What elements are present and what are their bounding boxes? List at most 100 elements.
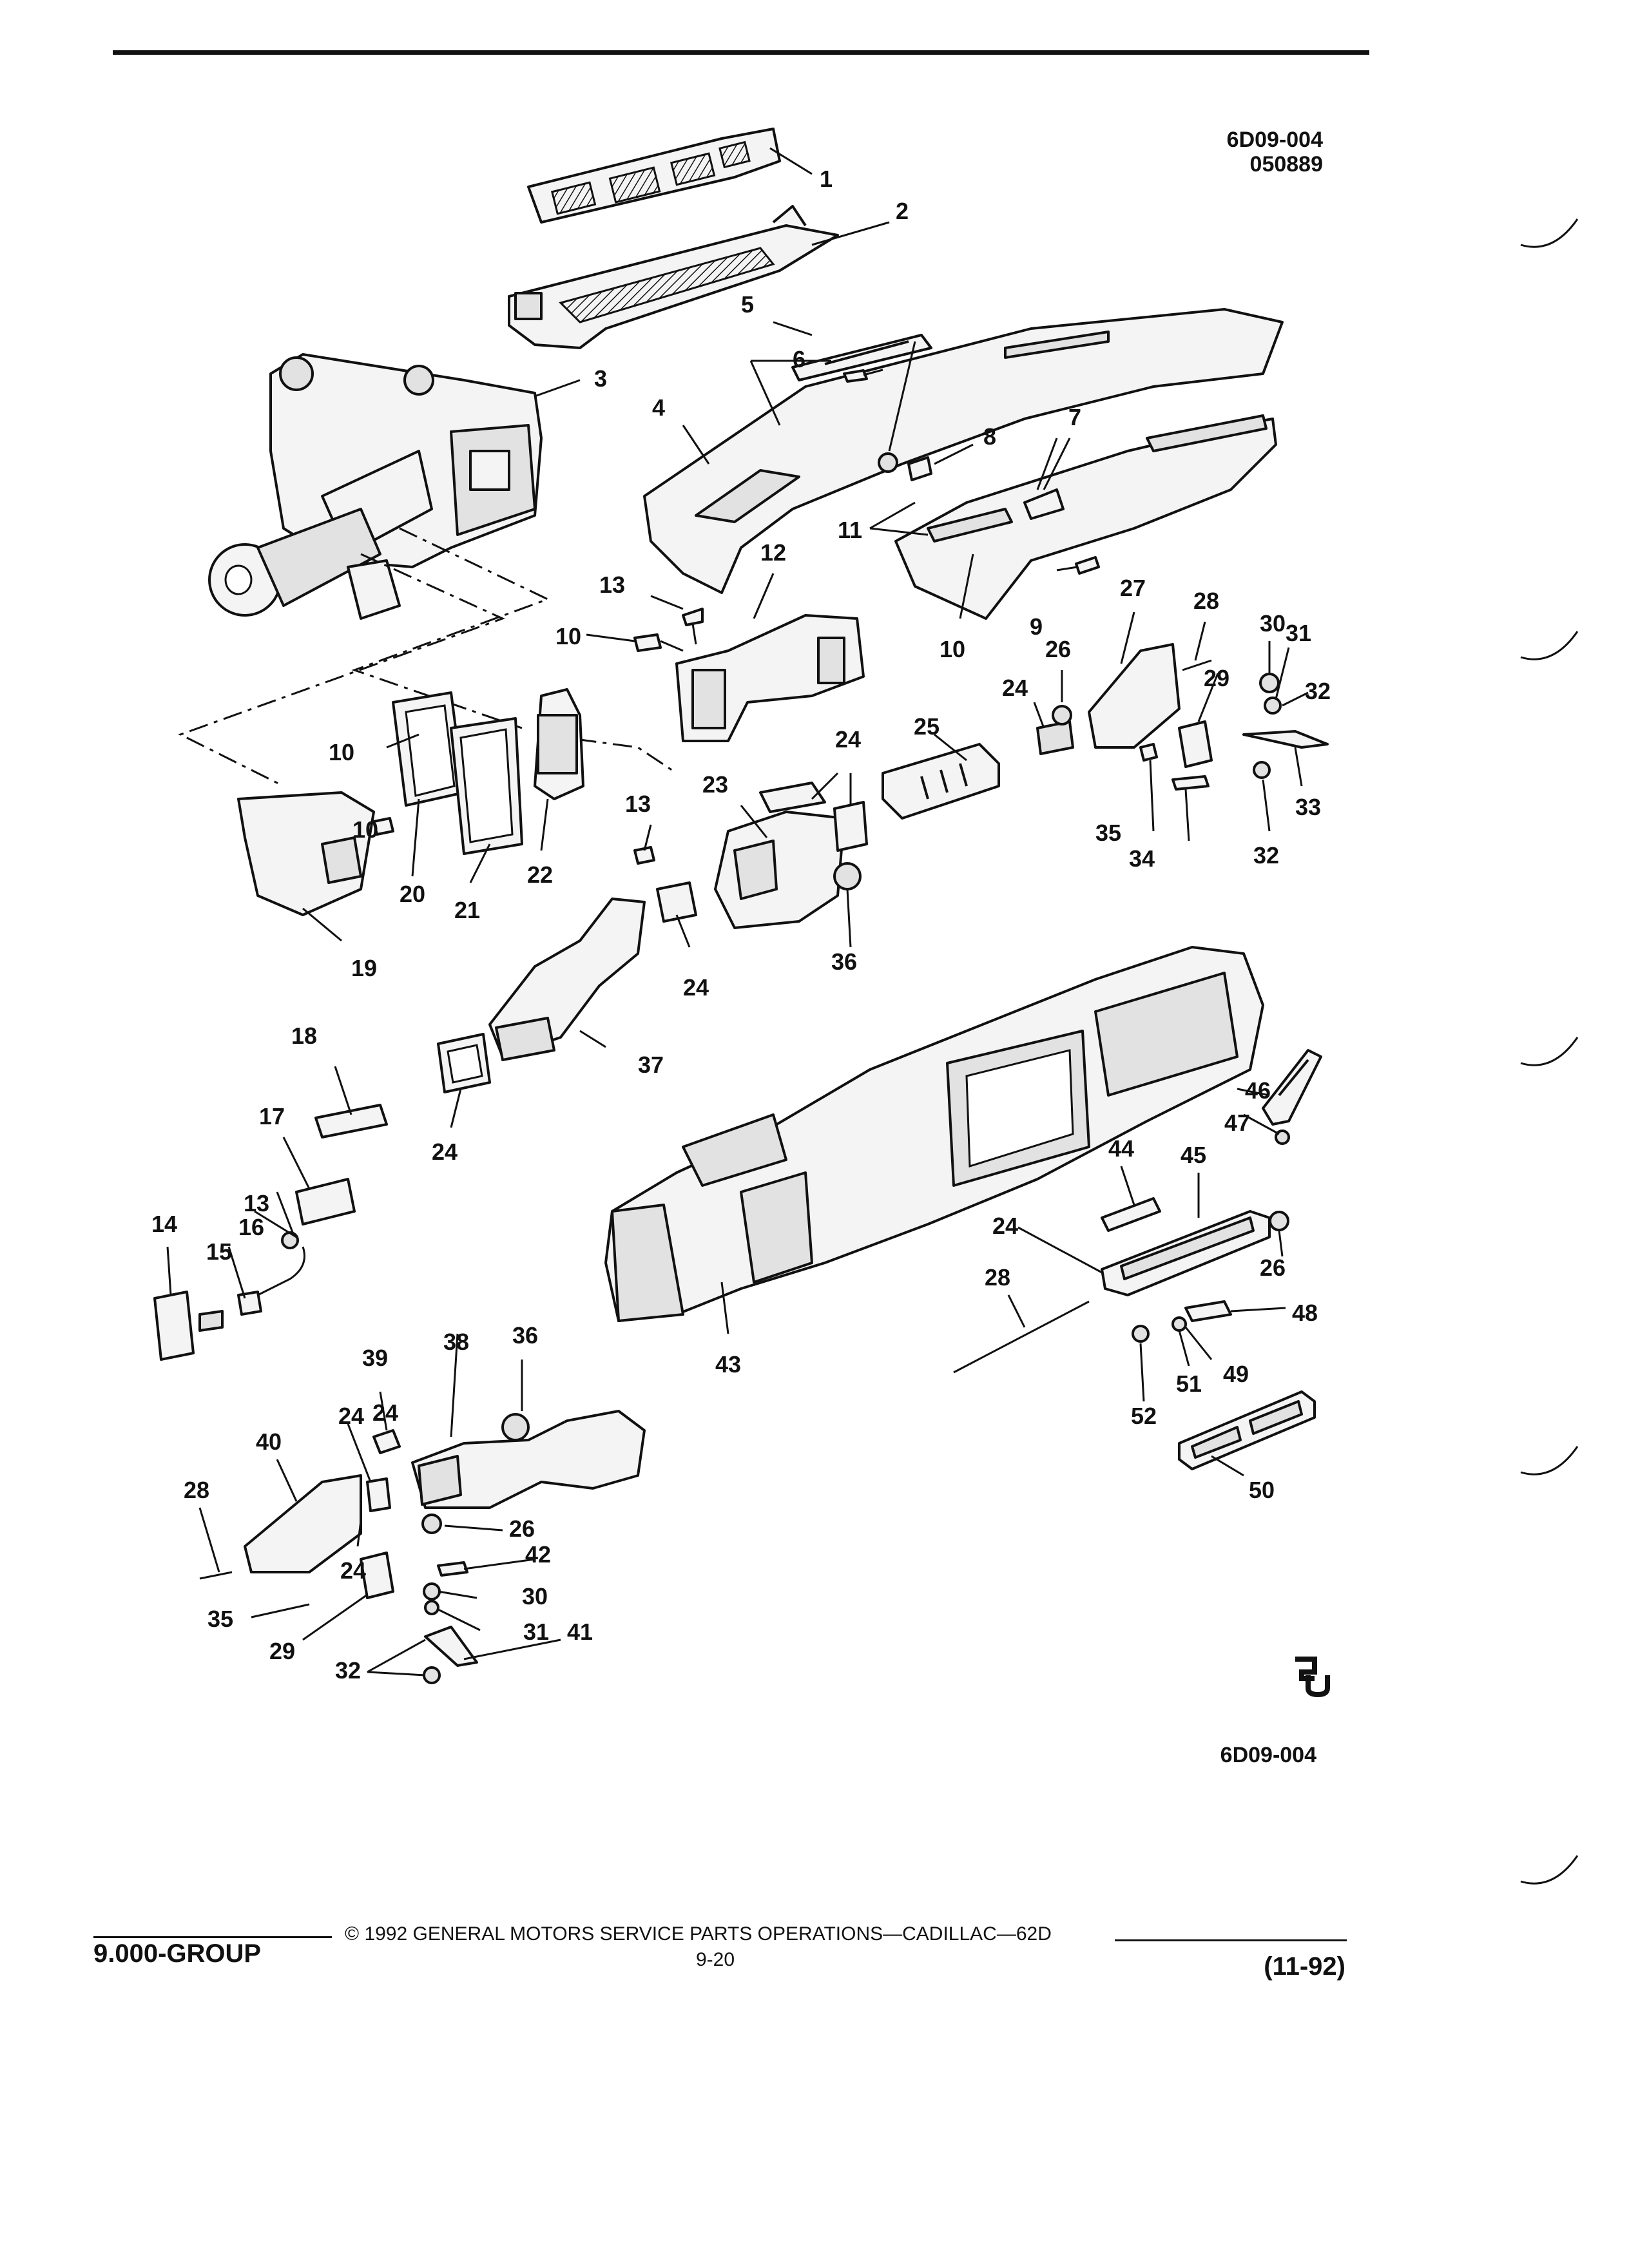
parts-20-21-22 <box>392 688 584 855</box>
callout: 10 <box>940 636 965 662</box>
callout: 1 <box>820 166 833 192</box>
callout: 8 <box>983 423 996 450</box>
part-43-ip-carrier <box>604 946 1264 1322</box>
date-code: 050889 <box>1249 152 1323 177</box>
callout: 27 <box>1120 575 1146 601</box>
callout: 7 <box>1068 404 1081 430</box>
callout: 3 <box>594 365 607 392</box>
callout-numbers: 1 2 3 4 5 6 7 8 9 10 10 10 10 11 12 13 1… <box>151 166 1331 1684</box>
callout: 45 <box>1181 1142 1206 1168</box>
callout-leaders <box>166 147 1309 1677</box>
callout: 26 <box>1260 1254 1286 1281</box>
callout: 5 <box>741 291 754 318</box>
footer-rule-left <box>93 1936 332 1938</box>
callout: 24 <box>1002 675 1028 701</box>
callout: 33 <box>1295 794 1321 820</box>
callout: 28 <box>1193 588 1219 614</box>
revision-date: (11-92) <box>1264 1952 1345 1981</box>
parts-27-to-35 <box>1036 643 1329 791</box>
callout: 13 <box>244 1190 269 1216</box>
part-19-bracket <box>237 791 375 916</box>
callout: 31 <box>1286 620 1311 646</box>
callout: 40 <box>256 1428 282 1455</box>
parts-23-24-25 <box>714 743 1000 929</box>
callout: 48 <box>1292 1300 1318 1326</box>
callout: 24 <box>338 1403 364 1429</box>
callout: 4 <box>652 394 665 421</box>
parts-14-to-18 <box>153 1104 388 1361</box>
callout: 34 <box>1129 845 1155 872</box>
callout: 35 <box>207 1606 233 1632</box>
callout: 22 <box>527 861 553 888</box>
parts-44-to-52-vent <box>953 1049 1322 1470</box>
callout: 30 <box>522 1583 548 1610</box>
callout: 23 <box>702 771 728 798</box>
callout: 10 <box>555 623 581 649</box>
callout: 28 <box>184 1477 209 1503</box>
callout: 42 <box>525 1541 551 1568</box>
callout: 29 <box>1204 665 1229 691</box>
callout: 36 <box>512 1322 538 1349</box>
callout: 11 <box>838 517 862 543</box>
callout: 24 <box>432 1139 458 1165</box>
callout: 13 <box>599 572 625 598</box>
parts-38-to-42 <box>199 1410 646 1684</box>
callout: 24 <box>683 974 709 1001</box>
callout: 16 <box>238 1214 264 1240</box>
callout: 44 <box>1108 1135 1134 1162</box>
callout: 24 <box>340 1557 366 1584</box>
callout: 32 <box>335 1657 361 1684</box>
callout: 20 <box>400 881 425 907</box>
callout: 41 <box>567 1619 593 1645</box>
callout: 24 <box>992 1213 1018 1239</box>
callout: 10 <box>329 739 354 765</box>
callout: 47 <box>1224 1110 1250 1136</box>
top-rule <box>113 50 1369 55</box>
callout: 19 <box>351 955 377 981</box>
callout: 24 <box>835 726 861 753</box>
callout: 31 <box>523 1619 549 1645</box>
part-7-right-duct <box>878 414 1277 620</box>
part-2-defroster-duct <box>508 205 839 349</box>
callout: 43 <box>715 1351 741 1378</box>
callout: 24 <box>372 1399 398 1426</box>
callout: 32 <box>1253 842 1279 869</box>
callout: 50 <box>1249 1477 1275 1503</box>
callout: 39 <box>362 1345 388 1371</box>
callout: 36 <box>831 948 857 975</box>
callout: 35 <box>1095 820 1121 846</box>
callout: 15 <box>206 1238 232 1265</box>
callout: 2 <box>896 198 909 224</box>
callout: 18 <box>291 1023 317 1049</box>
callout: 12 <box>760 539 786 566</box>
part-12-left-duct <box>675 614 865 742</box>
callout: 38 <box>443 1329 469 1355</box>
callout: 26 <box>509 1515 535 1542</box>
figure-code: 6D09-004 <box>1226 128 1323 152</box>
callout: 30 <box>1260 610 1286 637</box>
callout: 26 <box>1045 636 1071 662</box>
callout: 14 <box>151 1211 177 1237</box>
callout: 52 <box>1131 1403 1157 1429</box>
callout: 29 <box>269 1638 295 1664</box>
group-label: 9.000-GROUP <box>93 1939 262 1968</box>
binder-marks <box>1520 218 1579 1885</box>
callout: 10 <box>352 816 378 843</box>
footer-rule-right <box>1115 1939 1347 1941</box>
part-5-grille-6-screw <box>791 334 932 383</box>
copyright-line: © 1992 GENERAL MOTORS SERVICE PARTS OPER… <box>345 1923 1052 1945</box>
part-3-hvac-module <box>208 353 543 620</box>
callout: 28 <box>985 1264 1010 1291</box>
part-4-ip-upper-pad <box>643 308 1284 594</box>
callout: 25 <box>914 713 940 740</box>
callout: 46 <box>1245 1077 1271 1104</box>
page-number: 9-20 <box>696 1949 735 1970</box>
callout: 9 <box>1030 613 1043 640</box>
su-logo <box>1295 1657 1330 1698</box>
callout: 32 <box>1305 678 1331 704</box>
callout: 17 <box>259 1103 285 1129</box>
part-37-duct <box>437 881 697 1093</box>
callout: 13 <box>625 791 651 817</box>
callout: 37 <box>638 1052 664 1078</box>
